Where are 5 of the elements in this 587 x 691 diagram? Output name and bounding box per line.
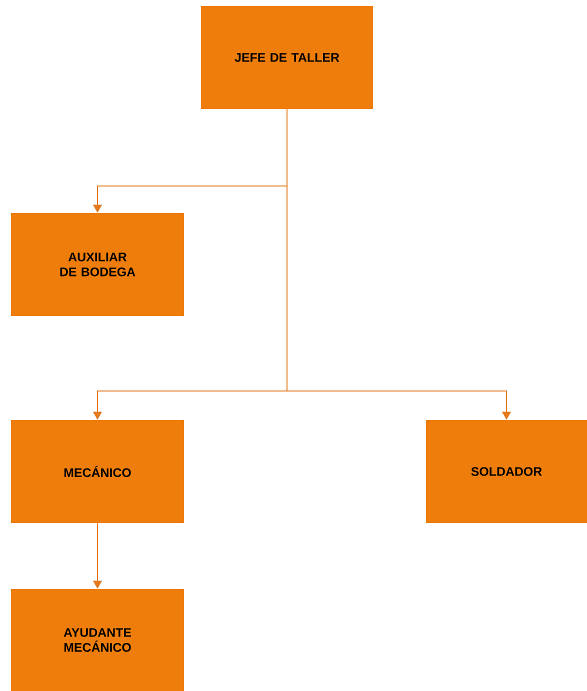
org-box: MECÁNICO — [11, 420, 184, 523]
org-box: JEFE DE TALLER — [201, 6, 373, 109]
org-box: SOLDADOR — [426, 420, 587, 523]
org-box: AYUDANTE MECÁNICO — [11, 589, 184, 691]
org-box: AUXILIAR DE BODEGA — [11, 213, 184, 316]
